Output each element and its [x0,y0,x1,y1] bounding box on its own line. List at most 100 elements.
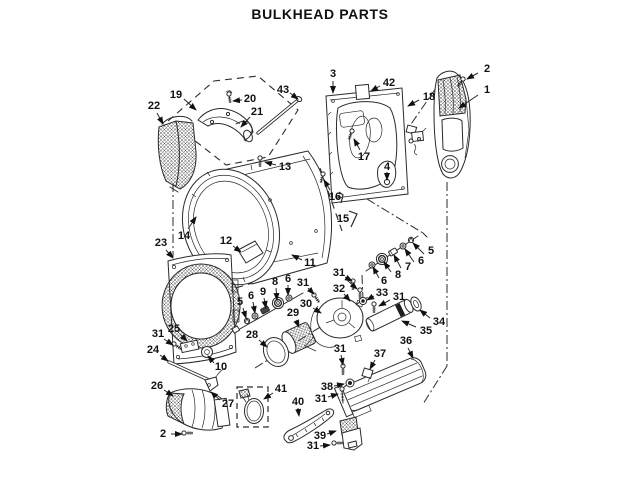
callout-arrow-40 [295,407,302,417]
callout-arrow-5 [241,307,247,319]
callout-arrow-37 [369,359,377,370]
support-roller-10 [201,346,213,358]
callout-number-4: 4 [384,161,391,173]
callout-number-2: 2 [160,428,166,440]
roller-shaft-24 [167,360,213,383]
screw-31 [371,301,377,314]
callout-number-43: 43 [277,84,289,96]
callout-number-39: 39 [314,430,326,442]
callout-arrow-25 [179,333,188,342]
callout-arrow-26 [163,389,174,397]
callout-arrow-31 [163,338,174,346]
callout-arrow-30 [312,306,322,314]
callout-arrow-20 [232,97,243,104]
dryer-drum [181,150,333,286]
callout-arrow-28 [258,339,268,348]
callout-number-6: 6 [418,255,424,267]
washer-6 [368,261,376,269]
callout-arrow-1 [458,94,479,109]
callout-bracket-16 [338,191,344,204]
callout-arrow-18 [407,99,420,107]
heater-duct-assembly [333,357,427,419]
callout-number-18: 18 [423,91,435,103]
callout-arrow-36 [407,347,414,359]
callout-number-27: 27 [222,398,234,410]
callout-number-12: 12 [220,235,232,247]
callout-arrow-31 [346,279,358,290]
callout-number-30: 30 [300,298,312,310]
callout-number-26: 26 [151,380,163,392]
callout-arrow-8 [273,287,280,301]
ring-5 [407,236,415,244]
callout-arrow-32 [343,293,351,302]
callout-number-6: 6 [381,275,387,287]
callout-number-28: 28 [246,329,258,341]
callout-arrow-2 [466,72,479,80]
callout-number-6: 6 [248,290,254,302]
callout-arrow-9 [261,297,268,309]
callout-arrow-13 [264,160,277,167]
callout-arrow-6 [404,248,415,263]
damper-kit [405,124,427,156]
callout-arrow-11 [291,254,303,261]
callout-number-13: 13 [279,161,291,173]
roller-8 [271,296,285,310]
callout-arrow-7 [393,254,402,269]
callout-number-35: 35 [420,325,432,337]
grommet-33 [358,296,368,306]
callout-number-40: 40 [292,396,304,408]
callout-number-14: 14 [178,230,191,242]
callout-arrow-12 [232,245,242,253]
callout-number-24: 24 [147,344,160,356]
callout-arrow-16 [323,179,331,191]
roller-8 [375,252,389,266]
clip-37 [361,367,374,383]
callout-number-31: 31 [315,393,327,405]
blower-housing-30 [304,297,364,352]
callout-arrow-39 [326,430,337,437]
outlet-grille-duct [433,70,471,179]
callout-arrow-8 [383,261,392,273]
bracket-27 [204,367,227,392]
washer-6 [399,242,407,250]
callout-number-5: 5 [237,296,243,308]
callout-number-37: 37 [374,348,386,360]
callout-number-22: 22 [148,100,160,112]
screw-31 [331,440,344,446]
callout-number-16: 16 [329,191,341,203]
callout-arrow-23 [165,249,174,259]
callout-arrow-31 [344,274,353,282]
callout-arrow-24 [159,354,169,362]
screw-2-bottom [181,430,194,436]
callout-arrow-43 [289,92,299,100]
callout-number-20: 20 [244,93,256,105]
felt-seal-40 [283,408,335,444]
callout-number-31: 31 [393,291,405,303]
callout-arrow-35 [401,320,417,328]
callout-arrow-21 [240,116,251,128]
grommet-38 [345,378,355,388]
rear-bulkhead [325,83,409,204]
callout-number-15: 15 [337,213,349,225]
callout-arrow-27 [210,391,221,401]
callout-arrow-31 [306,286,315,295]
callout-number-3: 3 [330,68,336,80]
callout-arrow-6 [372,266,380,279]
callout-number-7: 7 [405,261,411,273]
washer-6 [251,312,259,320]
callout-number-33: 33 [376,287,388,299]
callout-number-36: 36 [400,335,412,347]
callout-number-31: 31 [297,277,309,289]
callout-number-1: 1 [484,84,490,96]
callout-arrow-42 [370,84,381,92]
clamp-kit-41 [236,386,269,428]
callout-number-31: 31 [307,440,319,452]
seal-28 [262,336,290,368]
callout-number-41: 41 [275,383,287,395]
callout-number-29: 29 [287,307,299,319]
callout-arrow-31 [319,442,331,449]
page-title: BULKHEAD PARTS [251,6,389,22]
callout-arrow-5 [412,242,425,255]
callout-number-8: 8 [272,276,278,288]
